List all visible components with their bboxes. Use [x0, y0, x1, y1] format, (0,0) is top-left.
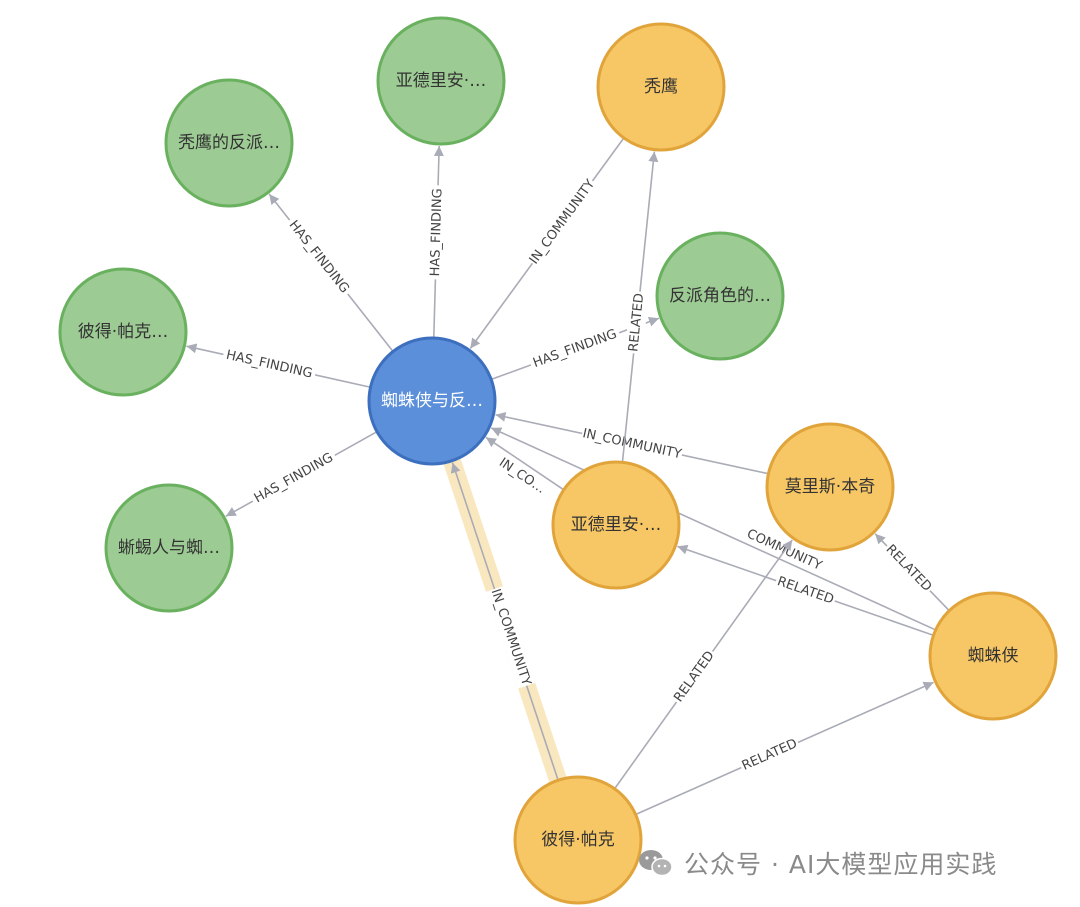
node-label: 蜘蛛侠 [968, 646, 1019, 666]
node-circle [513, 775, 643, 905]
edge-label-group: HAS_FINDING [527, 324, 623, 374]
edge-label-group: HAS_FINDING [221, 345, 318, 384]
edge-label-bg [494, 453, 550, 499]
edge-community-f2[interactable]: HAS_FINDING [268, 193, 394, 352]
node-circle [376, 16, 506, 146]
edge-label: RELATED [671, 648, 717, 705]
edge-label-bg [624, 290, 649, 355]
edge-label-group: IN_COMMUNITY [580, 424, 684, 464]
edge-label: HAS_FINDING [531, 327, 619, 371]
edge-label-bg [282, 214, 355, 300]
edge-label: HAS_FINDING [252, 450, 336, 506]
wechat-icon [639, 850, 673, 877]
edge-label: HAS_FINDING [225, 348, 314, 382]
node-layer: 蜘蛛侠与反…亚德里安·…秃鹰的反派…彼得·帕克…蜥蜴人与蜘…反派角色的…秃鹰亚德… [58, 16, 1058, 905]
node-e_vulture[interactable]: 秃鹰 [596, 22, 726, 152]
node-label: 蜘蛛侠与反… [381, 391, 483, 411]
edge-label-bg [580, 424, 684, 464]
node-circle [655, 231, 785, 361]
node-label: 莫里斯·本奇 [785, 477, 875, 497]
node-circle [58, 267, 188, 397]
edge-label-group: HAS_FINDING [282, 214, 355, 300]
edge-label-group: RELATED [880, 539, 937, 597]
node-community[interactable]: 蜘蛛侠与反… [367, 336, 497, 466]
node-f5[interactable]: 反派角色的… [655, 231, 785, 361]
node-label: 反派角色的… [669, 286, 771, 306]
watermark-text: 公众号 · AI大模型应用实践 [684, 850, 998, 879]
edge-line [490, 427, 936, 631]
edge-label: RELATED [775, 574, 836, 607]
edge-label-group: RELATED [773, 572, 838, 610]
edge-community-f4[interactable]: HAS_FINDING [225, 431, 378, 517]
edge-label-bg [485, 586, 536, 689]
node-circle [928, 591, 1058, 721]
node-label: 彼得·帕克 [541, 830, 614, 850]
edge-label: IN_COMMUNITY [488, 587, 534, 687]
edge-label-bg [669, 646, 720, 708]
edge-label-bg [737, 734, 802, 776]
node-f3[interactable]: 彼得·帕克… [58, 267, 188, 397]
node-label: 秃鹰的反派… [178, 133, 280, 153]
edge-label-bg [221, 345, 318, 384]
edge-community-f1[interactable]: HAS_FINDING [426, 145, 448, 339]
edge-label-bg [426, 185, 448, 280]
edge-label-group: IN_COMMUNITY [525, 175, 600, 269]
node-circle [164, 78, 294, 208]
watermark: 公众号 · AI大模型应用实践 [636, 843, 997, 883]
node-label: 秃鹰 [644, 77, 678, 97]
edge-label: HAS_FINDING [428, 188, 445, 276]
node-label: 亚德里安·… [571, 515, 661, 535]
edge-label-bg [527, 324, 623, 374]
edge-label-bg [248, 447, 340, 510]
node-e_peter[interactable]: 彼得·帕克 [513, 775, 643, 905]
edge-label-group: IN_COMMUNITY [485, 586, 536, 689]
edge-label-bg [880, 539, 937, 597]
edge-label-group: RELATED [624, 290, 649, 355]
edge-e_spider-e_morris[interactable]: RELATED [874, 533, 950, 612]
edge-label-bg [525, 175, 600, 269]
edge-e_vulture-community[interactable]: IN_COMMUNITY [469, 137, 625, 349]
edge-label-group: HAS_FINDING [248, 447, 340, 510]
node-f2[interactable]: 秃鹰的反派… [164, 78, 294, 208]
edge-label-group: IN_CO… [494, 453, 550, 499]
edge-line [485, 436, 565, 491]
edge-label: RELATED [883, 542, 935, 595]
edge-community-f3[interactable]: HAS_FINDING [186, 343, 371, 389]
node-e_morris[interactable]: 莫里斯·本奇 [765, 422, 895, 552]
node-circle [367, 336, 497, 466]
node-e_adrian[interactable]: 亚德里安·… [551, 460, 681, 590]
node-circle [104, 483, 234, 613]
node-circle [551, 460, 681, 590]
edge-e_peter-community[interactable]: IN_COMMUNITY [450, 462, 559, 781]
node-circle [596, 22, 726, 152]
edge-label: HAS_FINDING [286, 218, 352, 297]
node-label: 蜥蜴人与蜘… [118, 538, 220, 558]
edge-label-group: RELATED [737, 734, 802, 776]
node-label: 彼得·帕克… [78, 322, 168, 342]
node-circle [765, 422, 895, 552]
edge-e_adrian-e_vulture[interactable]: RELATED [621, 151, 659, 463]
node-f1[interactable]: 亚德里安·… [376, 16, 506, 146]
edge-label-group: RELATED [669, 646, 720, 708]
edge-label-group: HAS_FINDING [426, 185, 448, 280]
edge-e_adrian-community[interactable]: IN_CO… [485, 436, 565, 499]
node-label: 亚德里安·… [396, 71, 486, 91]
node-e_spider[interactable]: 蜘蛛侠 [928, 591, 1058, 721]
node-f4[interactable]: 蜥蜴人与蜘… [104, 483, 234, 613]
edge-label: IN_COMMUNITY [527, 177, 599, 267]
edge-label-bg [773, 572, 838, 610]
edge-label: RELATED [626, 292, 647, 352]
